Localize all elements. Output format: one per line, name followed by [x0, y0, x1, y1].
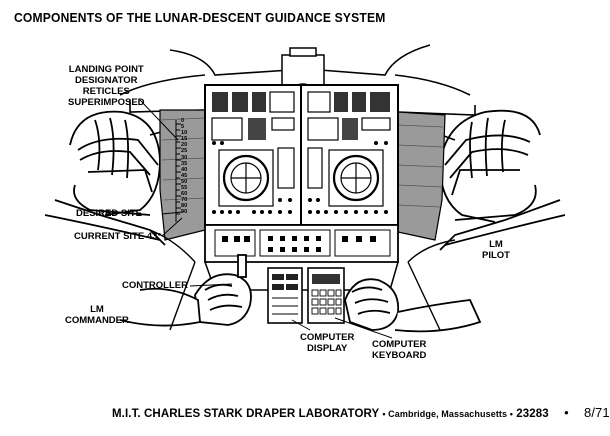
commander-helmet: [44, 110, 166, 246]
label-controller: CONTROLLER: [122, 280, 188, 291]
label-desired-site: DESIRED SITE: [76, 208, 142, 219]
reticle-label: 40: [181, 166, 188, 173]
left-side-panel: [159, 109, 206, 241]
reticle-label: 15: [181, 136, 188, 143]
footer-lab: M.I.T. CHARLES STARK DRAPER LABORATORY: [112, 408, 380, 420]
label-lm-pilot: LM PILOT: [482, 239, 510, 261]
reticle-scale-labels: 0 5 10 15 20 25 30 35 40 45 50 55 60 70 …: [181, 118, 187, 216]
reticle-label: 60: [181, 191, 188, 198]
label-computer-keyboard: COMPUTER KEYBOARD: [372, 339, 427, 361]
computer-keyboard-unit: [307, 267, 345, 324]
lower-console: [204, 224, 399, 291]
reticle-scale: [175, 120, 181, 222]
reticle-label: 55: [181, 185, 188, 192]
footer-separator: •: [564, 405, 569, 420]
reticle-label: 25: [181, 148, 188, 155]
right-side-panel: [397, 111, 446, 241]
reticle-label: 30: [181, 154, 188, 161]
footer-date: 8/71: [584, 405, 610, 420]
reticle-label: 5: [181, 124, 185, 131]
label-computer-display: COMPUTER DISPLAY: [300, 332, 355, 354]
label-current-site: CURRENT SITE 43°: [74, 231, 162, 242]
label-landing-point-designator: LANDING POINT DESIGNATOR RETICLES SUPERI…: [68, 64, 145, 108]
reticle-label: 35: [181, 160, 188, 167]
pilot-helmet: [439, 109, 566, 251]
reticle-label: 0: [181, 118, 185, 124]
reticle-label: 50: [181, 178, 188, 185]
reticle-label: 90: [181, 209, 188, 216]
diagram-title: COMPONENTS OF THE LUNAR-DESCENT GUIDANCE…: [14, 10, 386, 25]
footer-credit: M.I.T. CHARLES STARK DRAPER LABORATORY •…: [112, 405, 610, 420]
label-lm-commander: LM COMMANDER: [65, 304, 129, 326]
pilot-hand: [344, 278, 482, 333]
console-walls: [149, 229, 456, 331]
reticle-label: 45: [181, 172, 188, 179]
leader-lines: [139, 99, 393, 339]
reticle-label: 10: [181, 130, 188, 137]
reticle-label: 20: [181, 142, 188, 149]
reticle-label: 80: [181, 203, 188, 210]
footer-number: 23283: [516, 408, 549, 420]
footer-location: • Cambridge, Massachusetts •: [382, 409, 513, 419]
computer-display-unit: [267, 267, 303, 324]
reticle-label: 70: [181, 197, 188, 204]
commander-hand: [119, 254, 252, 327]
main-instrument-panel: [204, 84, 399, 226]
